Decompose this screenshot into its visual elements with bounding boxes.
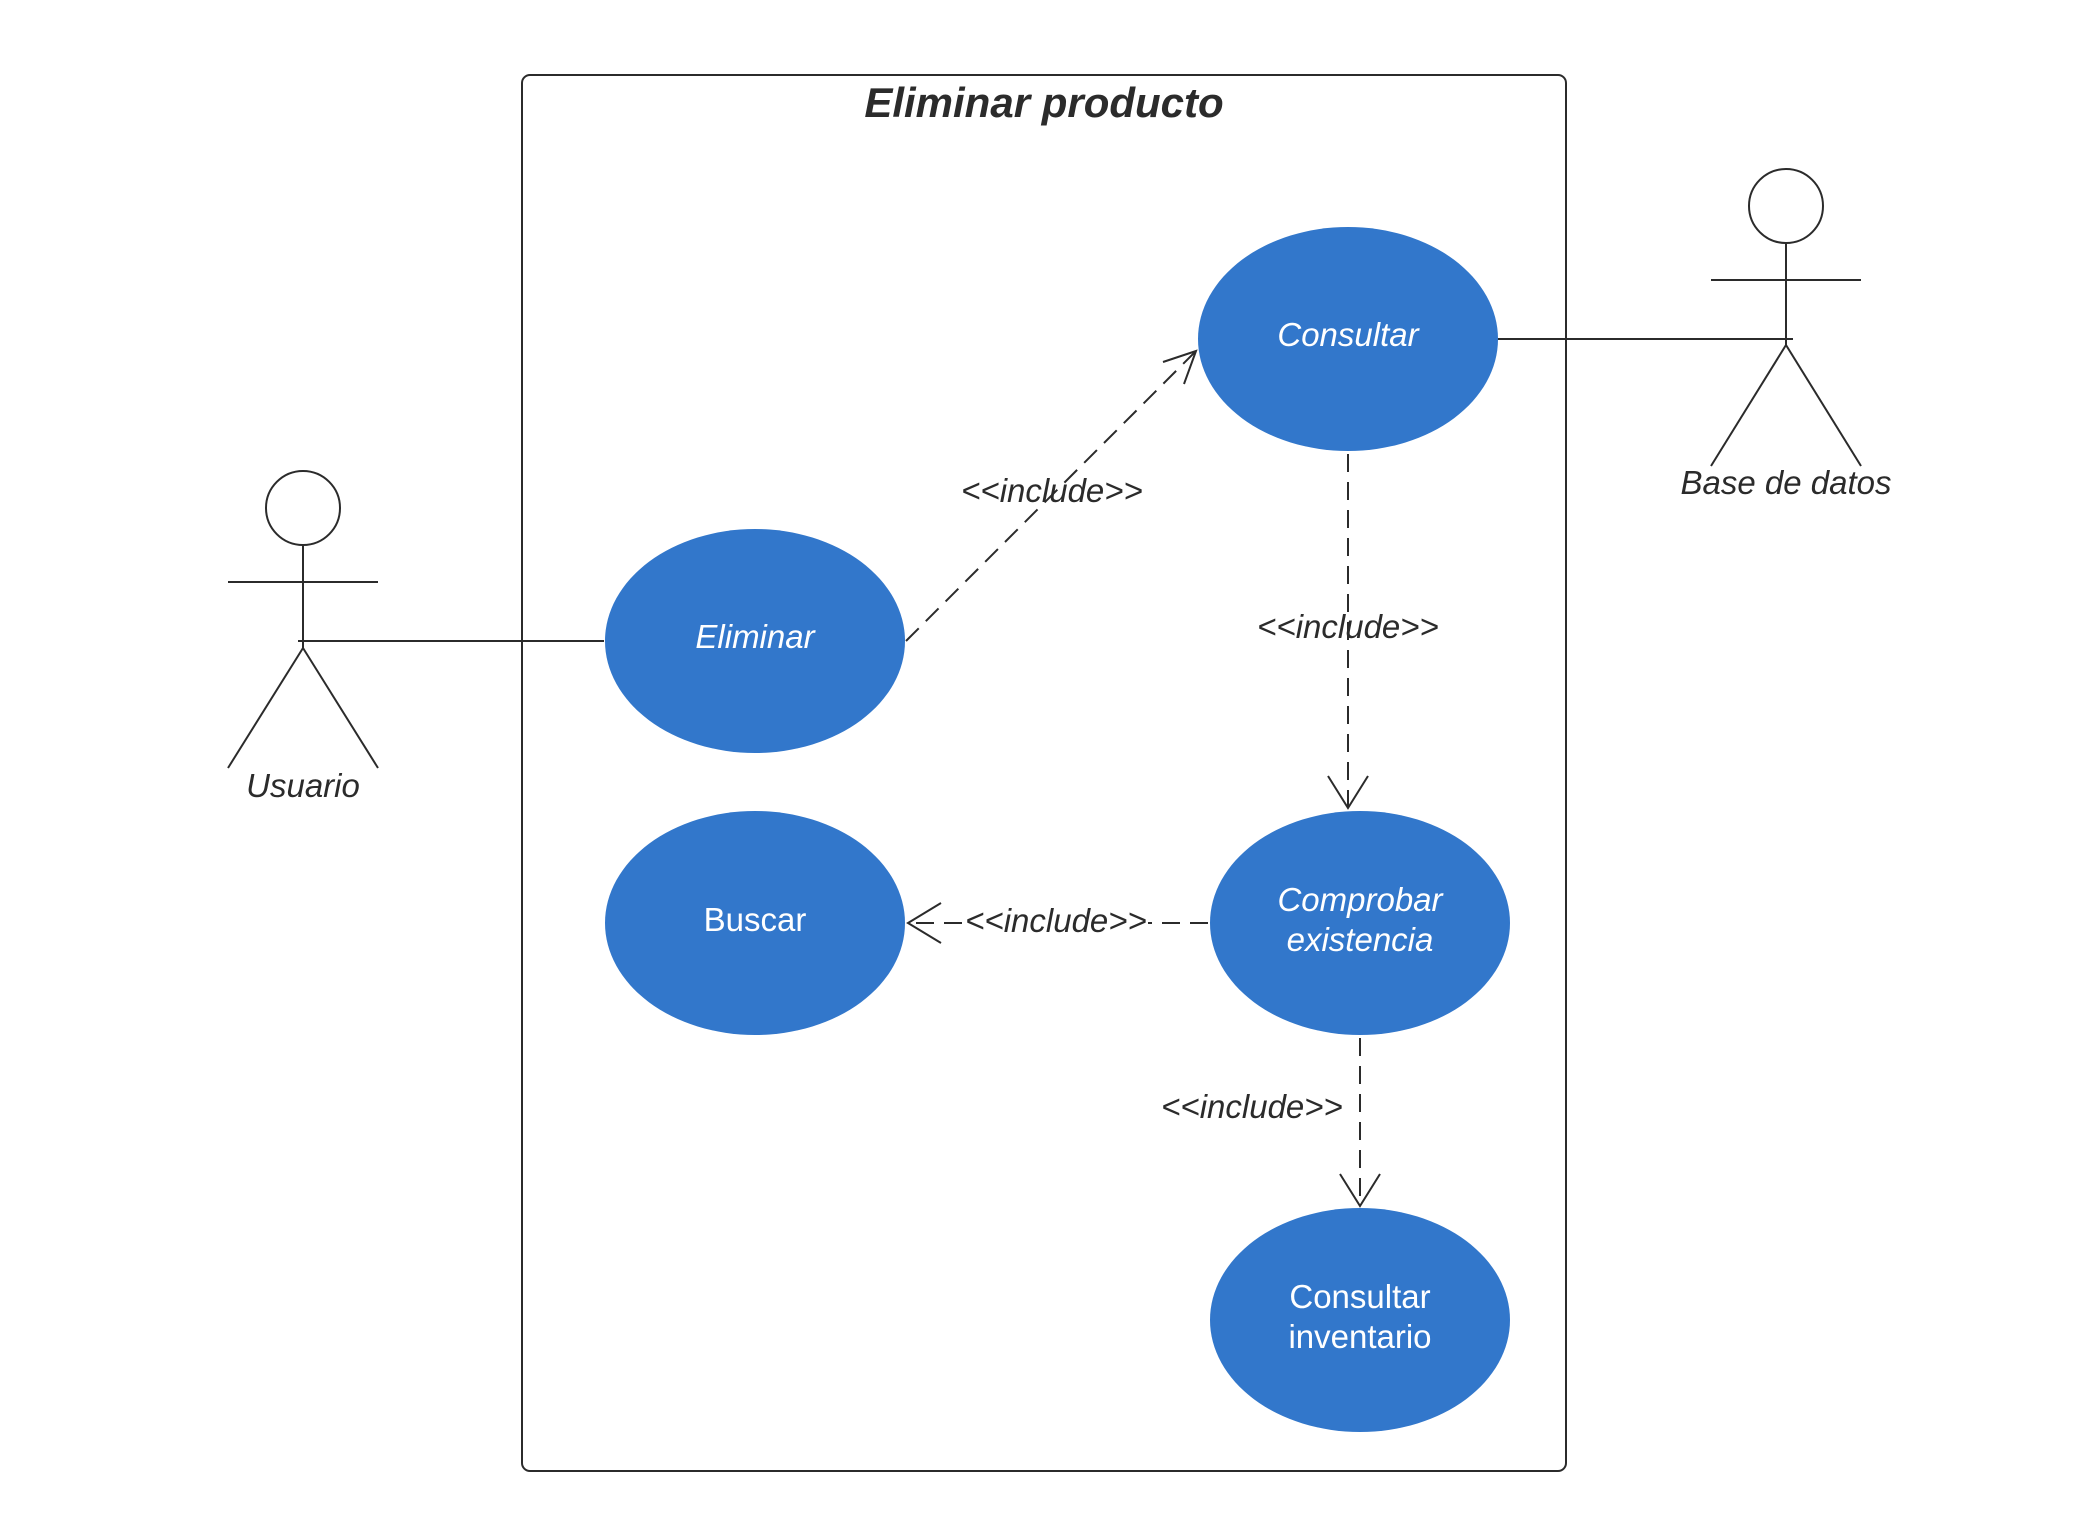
include-label: <<include>> [1257,608,1439,645]
include-eliminar-consultar: <<include>> [905,349,1198,642]
actor-usuario-head [265,470,341,546]
include-label: <<include>> [1161,1088,1343,1125]
usecase-eliminar[interactable]: Eliminar [605,529,905,753]
include-comprobar-buscar: <<include>> [906,902,1208,944]
actor-base-de-datos[interactable]: Base de datos [1681,168,1892,501]
usecase-buscar[interactable]: Buscar [605,811,905,1035]
usecase-consultar-inventario-line1: Consultar [1289,1278,1430,1315]
arrowhead-icon [906,902,942,944]
actor-usuario-label: Usuario [246,767,360,804]
actor-base-de-datos-label: Base de datos [1681,464,1892,501]
actor-usuario[interactable]: Usuario [227,470,379,804]
usecase-consultar[interactable]: Consultar [1198,227,1498,451]
usecase-comprobar-existencia[interactable]: Comprobar existencia [1210,811,1510,1035]
actor-base-de-datos-head [1748,168,1824,244]
include-label: <<include>> [965,902,1147,939]
include-label: <<include>> [961,472,1143,509]
usecase-eliminar-label: Eliminar [695,618,816,655]
usecase-consultar-inventario[interactable]: Consultar inventario [1210,1208,1510,1432]
include-comprobar-inventario: <<include>> [1161,1038,1381,1208]
arrowhead-icon [1339,1173,1381,1208]
system-boundary [521,74,1567,1472]
include-consultar-comprobar: <<include>> [1257,454,1439,810]
usecase-consultar-label: Consultar [1277,316,1420,353]
usecase-consultar-inventario-line2: inventario [1288,1318,1431,1355]
arrowhead-icon [1162,349,1198,385]
usecase-comprobar-existencia-line2: existencia [1287,921,1434,958]
usecase-buscar-label: Buscar [704,901,807,938]
arrowhead-icon [1327,775,1369,810]
system-title: Eliminar producto [864,79,1223,126]
usecase-comprobar-existencia-line1: Comprobar [1277,881,1444,918]
